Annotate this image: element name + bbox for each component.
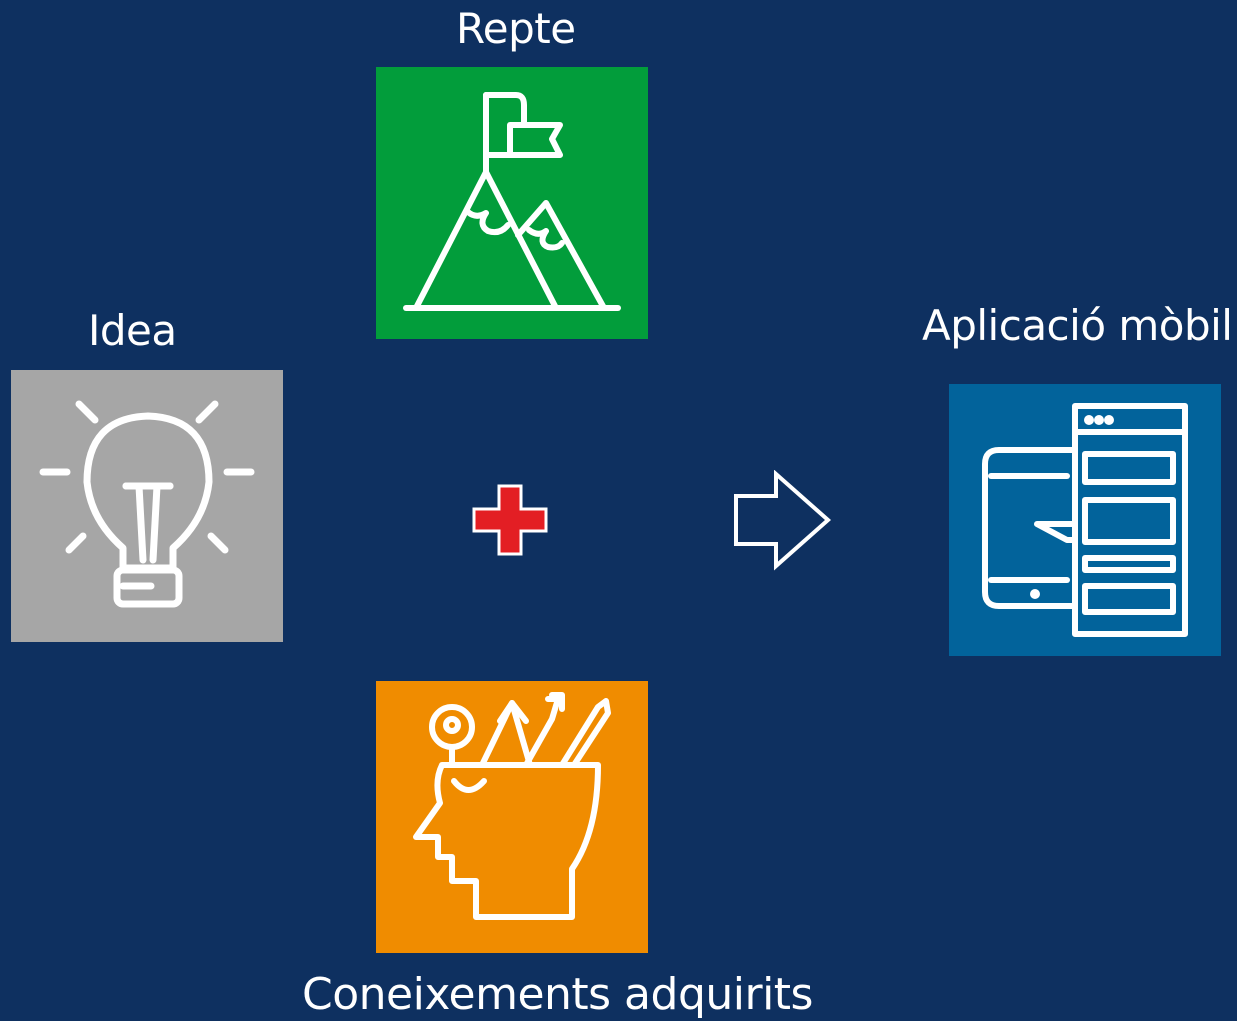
repte-tile <box>376 67 648 339</box>
plus-icon <box>472 484 548 556</box>
app-tile <box>949 384 1221 656</box>
idea-label: Idea <box>88 306 177 355</box>
arrow-right-icon <box>734 470 832 571</box>
mobile-app-icon <box>949 384 1221 656</box>
mountain-flag-icon <box>376 67 648 339</box>
head-tools-icon <box>376 681 648 953</box>
coneixements-label: Coneixements adquirits <box>302 969 813 1020</box>
lightbulb-icon <box>11 370 283 642</box>
repte-label: Repte <box>456 4 576 53</box>
app-label: Aplicació mòbil <box>922 301 1233 350</box>
idea-tile <box>11 370 283 642</box>
coneixements-tile <box>376 681 648 953</box>
